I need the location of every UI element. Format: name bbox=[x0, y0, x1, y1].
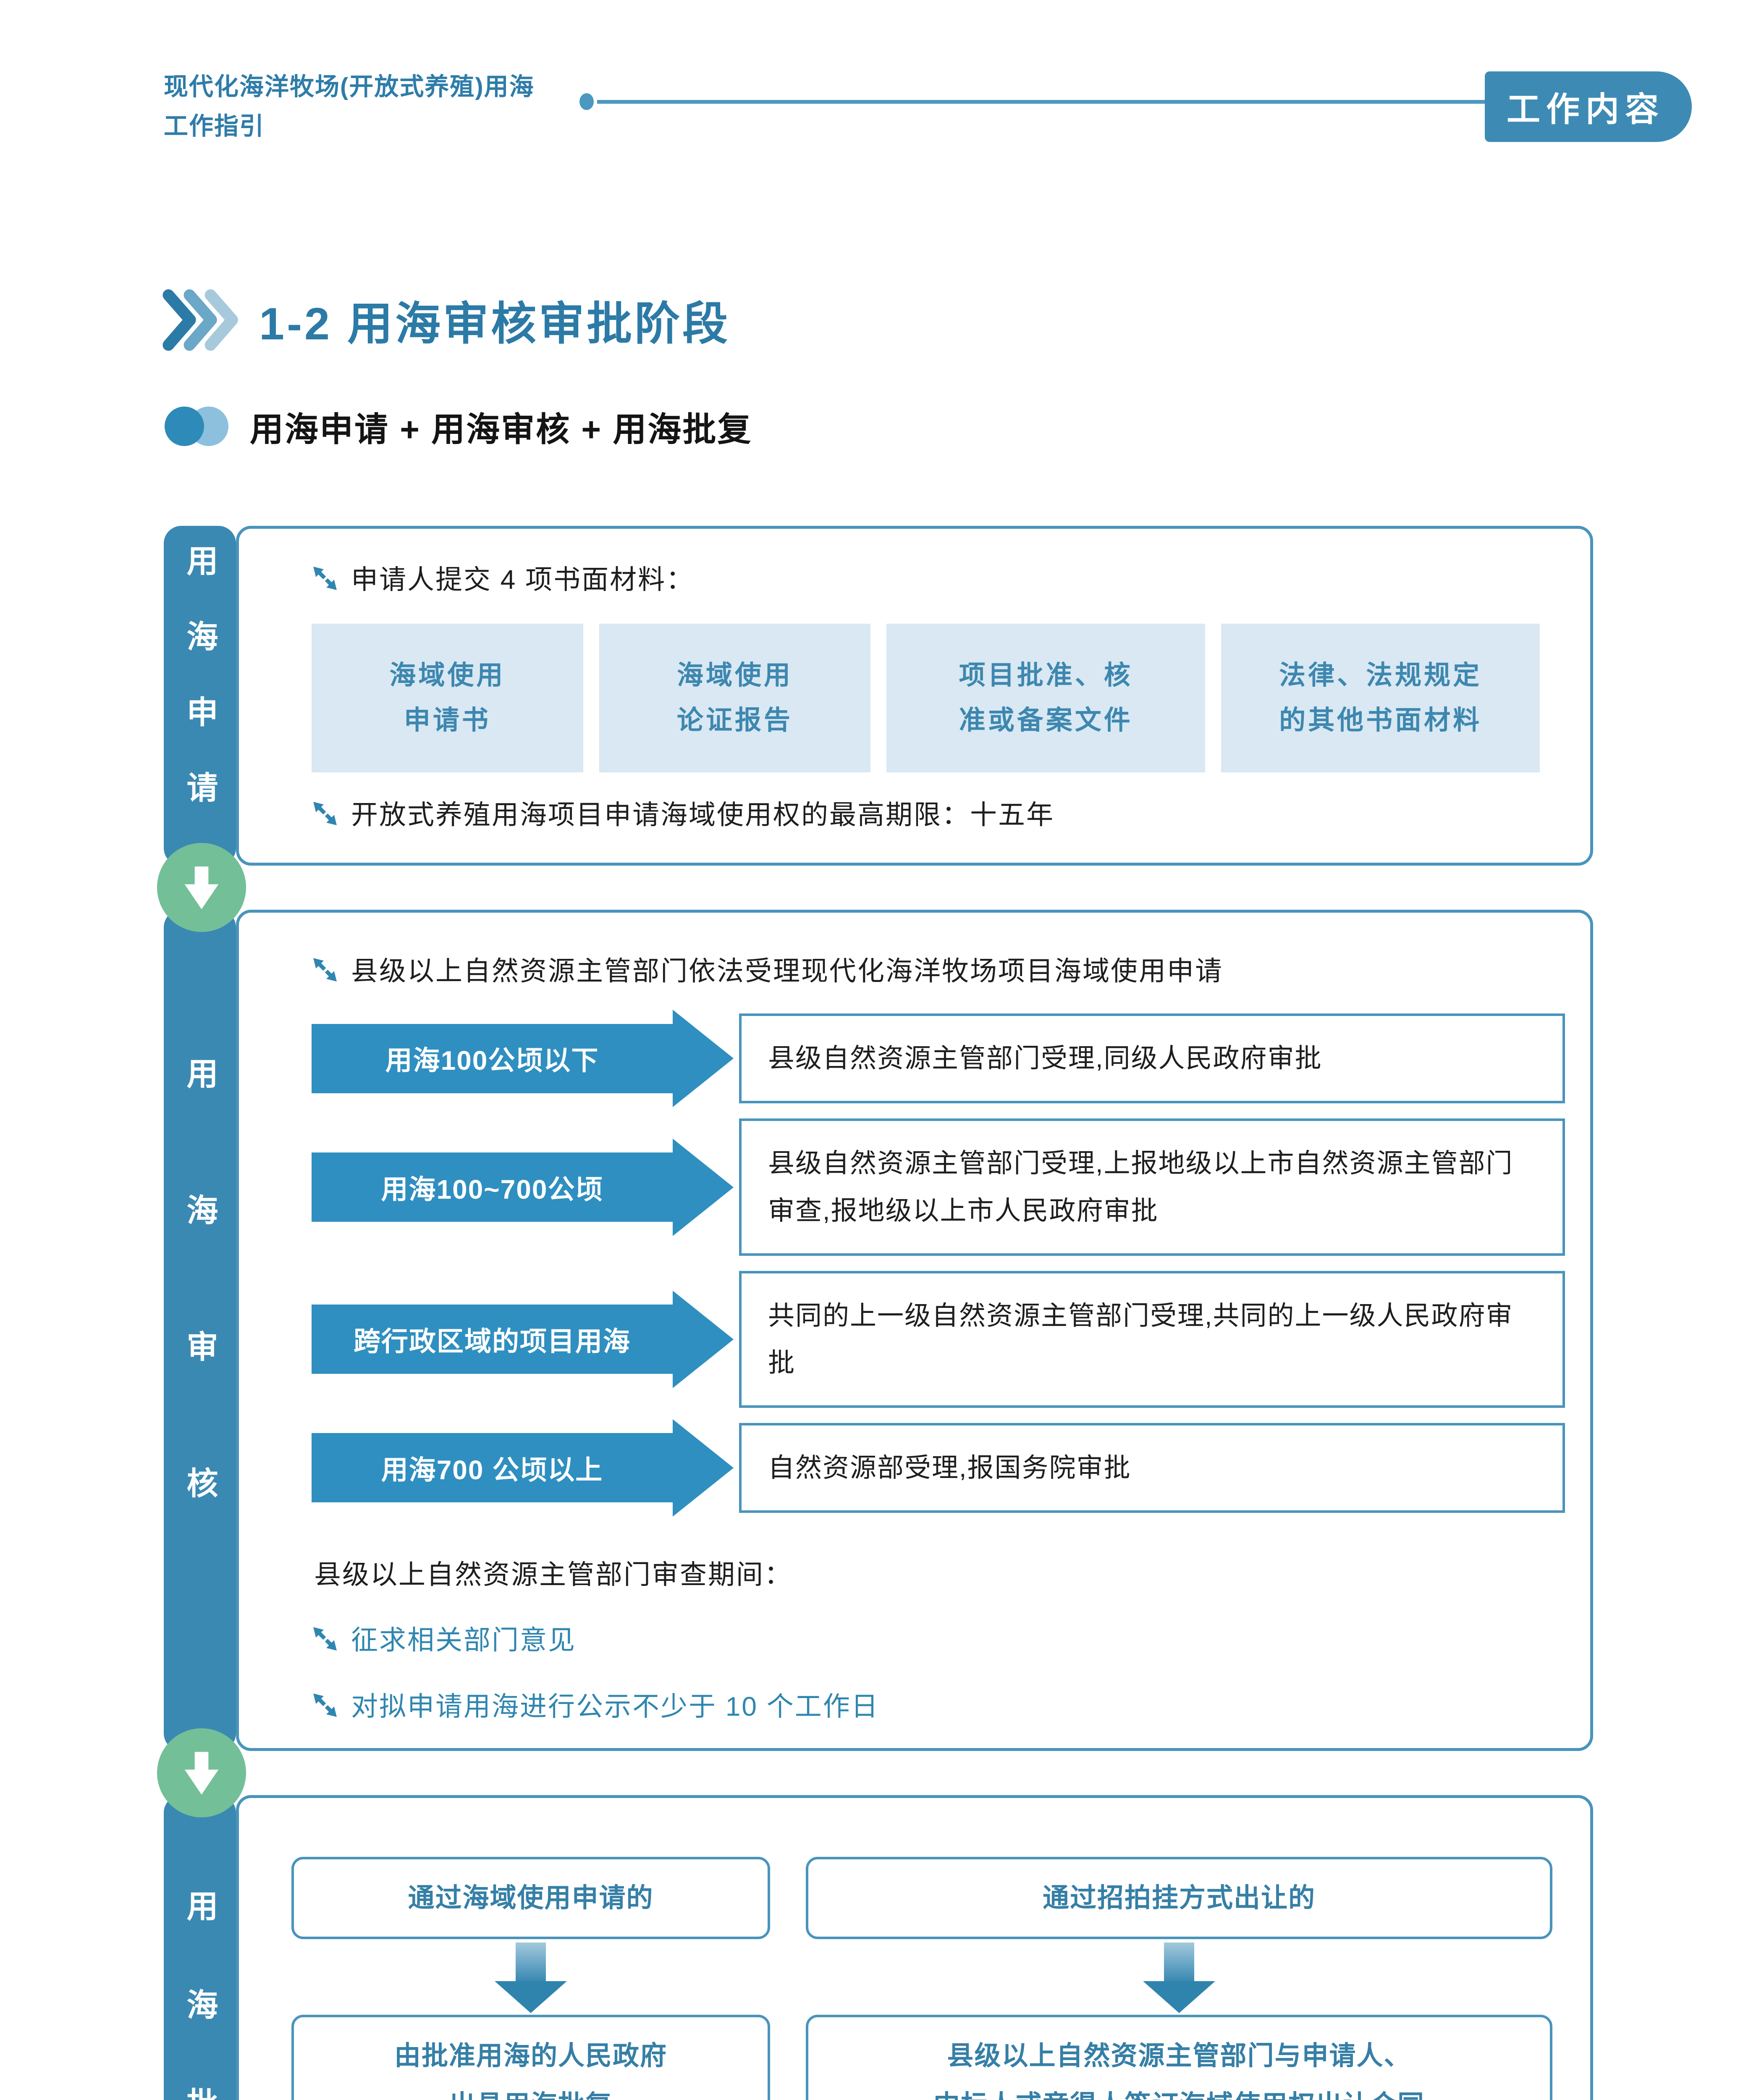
fat-down-arrow-icon bbox=[1143, 1942, 1215, 2013]
page-title: 1-2 用海审核审批阶段 bbox=[259, 298, 731, 349]
page-header: 现代化海洋牧场(开放式养殖)用海 工作指引 工作内容 bbox=[0, 0, 1738, 146]
review-row: 跨行政区域的项目用海 共同的上一级自然资源主管部门受理,共同的上一级人民政府审批 bbox=[312, 1270, 1565, 1408]
double-arrow-icon bbox=[313, 567, 337, 590]
material-card: 法律、法规规定 的其他书面材料 bbox=[1221, 624, 1540, 773]
result-box: 自然资源部受理,报国务院审批 bbox=[739, 1423, 1565, 1513]
branch-source-box: 通过海域使用申请的 bbox=[291, 1856, 770, 1940]
review-row: 用海100公顷以下 县级自然资源主管部门受理,同级人民政府审批 bbox=[312, 1013, 1565, 1104]
sidebar-tab-apply: 用海申请 bbox=[164, 525, 236, 866]
title-row: 1-2 用海审核审批阶段 bbox=[162, 285, 1738, 355]
apply-panel: 申请人提交 4 项书面材料： 海域使用 申请书 海域使用 论证报告 项目批准、核… bbox=[236, 525, 1593, 866]
tab-label: 用海审核 bbox=[182, 1057, 218, 1604]
apply-intro-row: 申请人提交 4 项书面材料： bbox=[312, 562, 1540, 598]
subtitle-row: 用海申请 + 用海审核 + 用海批复 bbox=[165, 402, 1738, 451]
condition-arrow: 用海700 公顷以上 bbox=[312, 1433, 673, 1503]
sidebar-tab-approval: 用海批复 bbox=[164, 1795, 236, 2100]
branch-source-box: 通过招拍挂方式出让的 bbox=[806, 1856, 1552, 1940]
review-item: 征求相关部门意见 bbox=[351, 1625, 576, 1656]
review-item-row: 对拟申请用海进行公示不少于 10 个工作日 bbox=[312, 1688, 1565, 1725]
fat-down-arrow-icon bbox=[495, 1942, 567, 2013]
connector-line bbox=[597, 100, 1485, 104]
work-content-badge: 工作内容 bbox=[1485, 71, 1692, 142]
down-arrow-circle bbox=[157, 1728, 246, 1818]
material-card: 项目批准、核 准或备案文件 bbox=[886, 624, 1206, 773]
materials-list: 海域使用 申请书 海域使用 论证报告 项目批准、核 准或备案文件 法律、法规规定… bbox=[312, 624, 1540, 773]
brand-line2: 工作指引 bbox=[164, 112, 265, 140]
material-card: 海域使用 论证报告 bbox=[599, 624, 871, 773]
apply-intro: 申请人提交 4 项书面材料： bbox=[351, 564, 695, 595]
result-box: 共同的上一级自然资源主管部门受理,共同的上一级人民政府审批 bbox=[739, 1270, 1565, 1408]
review-row: 用海100~700公顷 县级自然资源主管部门受理,上报地级以上市自然资源主管部门… bbox=[312, 1118, 1565, 1256]
review-intro: 县级以上自然资源主管部门依法受理现代化海洋牧场项目海域使用申请 bbox=[351, 956, 1223, 986]
branch-outcome-box: 县级以上自然资源主管部门与申请人、 中标人或竞得人签订海域使用权出让合同 bbox=[806, 2015, 1552, 2100]
apply-term-note: 开放式养殖用海项目申请海域使用权的最高期限：十五年 bbox=[351, 800, 1054, 830]
subtitle: 用海申请 + 用海审核 + 用海批复 bbox=[250, 410, 752, 448]
sidebar-tab-review: 用海审核 bbox=[164, 909, 236, 1751]
approval-panel: 通过海域使用申请的 通过招拍挂方式出让的 由批准用海的人民政府 出具用海批复 县… bbox=[236, 1795, 1593, 2100]
tab-label: 用海批复 bbox=[182, 1889, 218, 2100]
section-review: 用海审核 县级以上自然资源主管部门依法受理现代化海洋牧场项目海域使用申请 用海1… bbox=[164, 909, 1593, 1751]
review-row: 用海700 公顷以上 自然资源部受理,报国务院审批 bbox=[312, 1423, 1565, 1513]
review-panel: 县级以上自然资源主管部门依法受理现代化海洋牧场项目海域使用申请 用海100公顷以… bbox=[236, 909, 1593, 1751]
branch-connector bbox=[291, 1939, 770, 2015]
branch-connector bbox=[806, 1939, 1552, 2015]
review-item-row: 征求相关部门意见 bbox=[312, 1622, 1565, 1658]
branch-outcome-box: 由批准用海的人民政府 出具用海批复 bbox=[291, 2015, 770, 2100]
triple-chevron-icon bbox=[163, 289, 238, 351]
section-approval: 用海批复 通过海域使用申请的 通过招拍挂方式出让的 由批准用海的人民政府 出具用… bbox=[164, 1795, 1593, 2100]
double-arrow-icon bbox=[313, 958, 337, 982]
review-intro-row: 县级以上自然资源主管部门依法受理现代化海洋牧场项目海域使用申请 bbox=[312, 953, 1565, 989]
double-circle-icon bbox=[165, 406, 230, 448]
review-heading: 县级以上自然资源主管部门审查期间： bbox=[314, 1559, 792, 1590]
brand-title: 现代化海洋牧场(开放式养殖)用海 工作指引 bbox=[164, 67, 579, 146]
apply-term-row: 开放式养殖用海项目申请海域使用权的最高期限：十五年 bbox=[312, 797, 1540, 833]
brand-line1: 现代化海洋牧场(开放式养殖)用海 bbox=[164, 73, 535, 100]
result-box: 县级自然资源主管部门受理,上报地级以上市自然资源主管部门审查,报地级以上市人民政… bbox=[739, 1118, 1565, 1256]
double-arrow-icon bbox=[313, 1627, 337, 1651]
condition-arrow: 跨行政区域的项目用海 bbox=[312, 1305, 673, 1374]
condition-arrow: 用海100~700公顷 bbox=[312, 1152, 673, 1222]
tab-label: 用海申请 bbox=[182, 544, 218, 847]
result-box: 县级自然资源主管部门受理,同级人民政府审批 bbox=[739, 1013, 1565, 1104]
down-arrow-icon bbox=[184, 866, 219, 910]
flow-diagram: 用海申请 申请人提交 4 项书面材料： 海域使用 申请书 海域使用 论证报告 项… bbox=[157, 525, 1593, 2100]
dot-icon bbox=[579, 93, 594, 110]
section-apply: 用海申请 申请人提交 4 项书面材料： 海域使用 申请书 海域使用 论证报告 项… bbox=[164, 525, 1593, 866]
condition-arrow: 用海100公顷以下 bbox=[312, 1024, 673, 1093]
header-connector bbox=[579, 93, 1485, 110]
section-divider bbox=[157, 1728, 1593, 1818]
review-item: 对拟申请用海进行公示不少于 10 个工作日 bbox=[351, 1691, 879, 1722]
section-divider bbox=[157, 843, 1593, 932]
down-arrow-icon bbox=[184, 1752, 219, 1795]
material-card: 海域使用 申请书 bbox=[312, 624, 583, 773]
double-arrow-icon bbox=[313, 1693, 337, 1717]
down-arrow-circle bbox=[157, 843, 246, 932]
double-arrow-icon bbox=[313, 802, 337, 826]
